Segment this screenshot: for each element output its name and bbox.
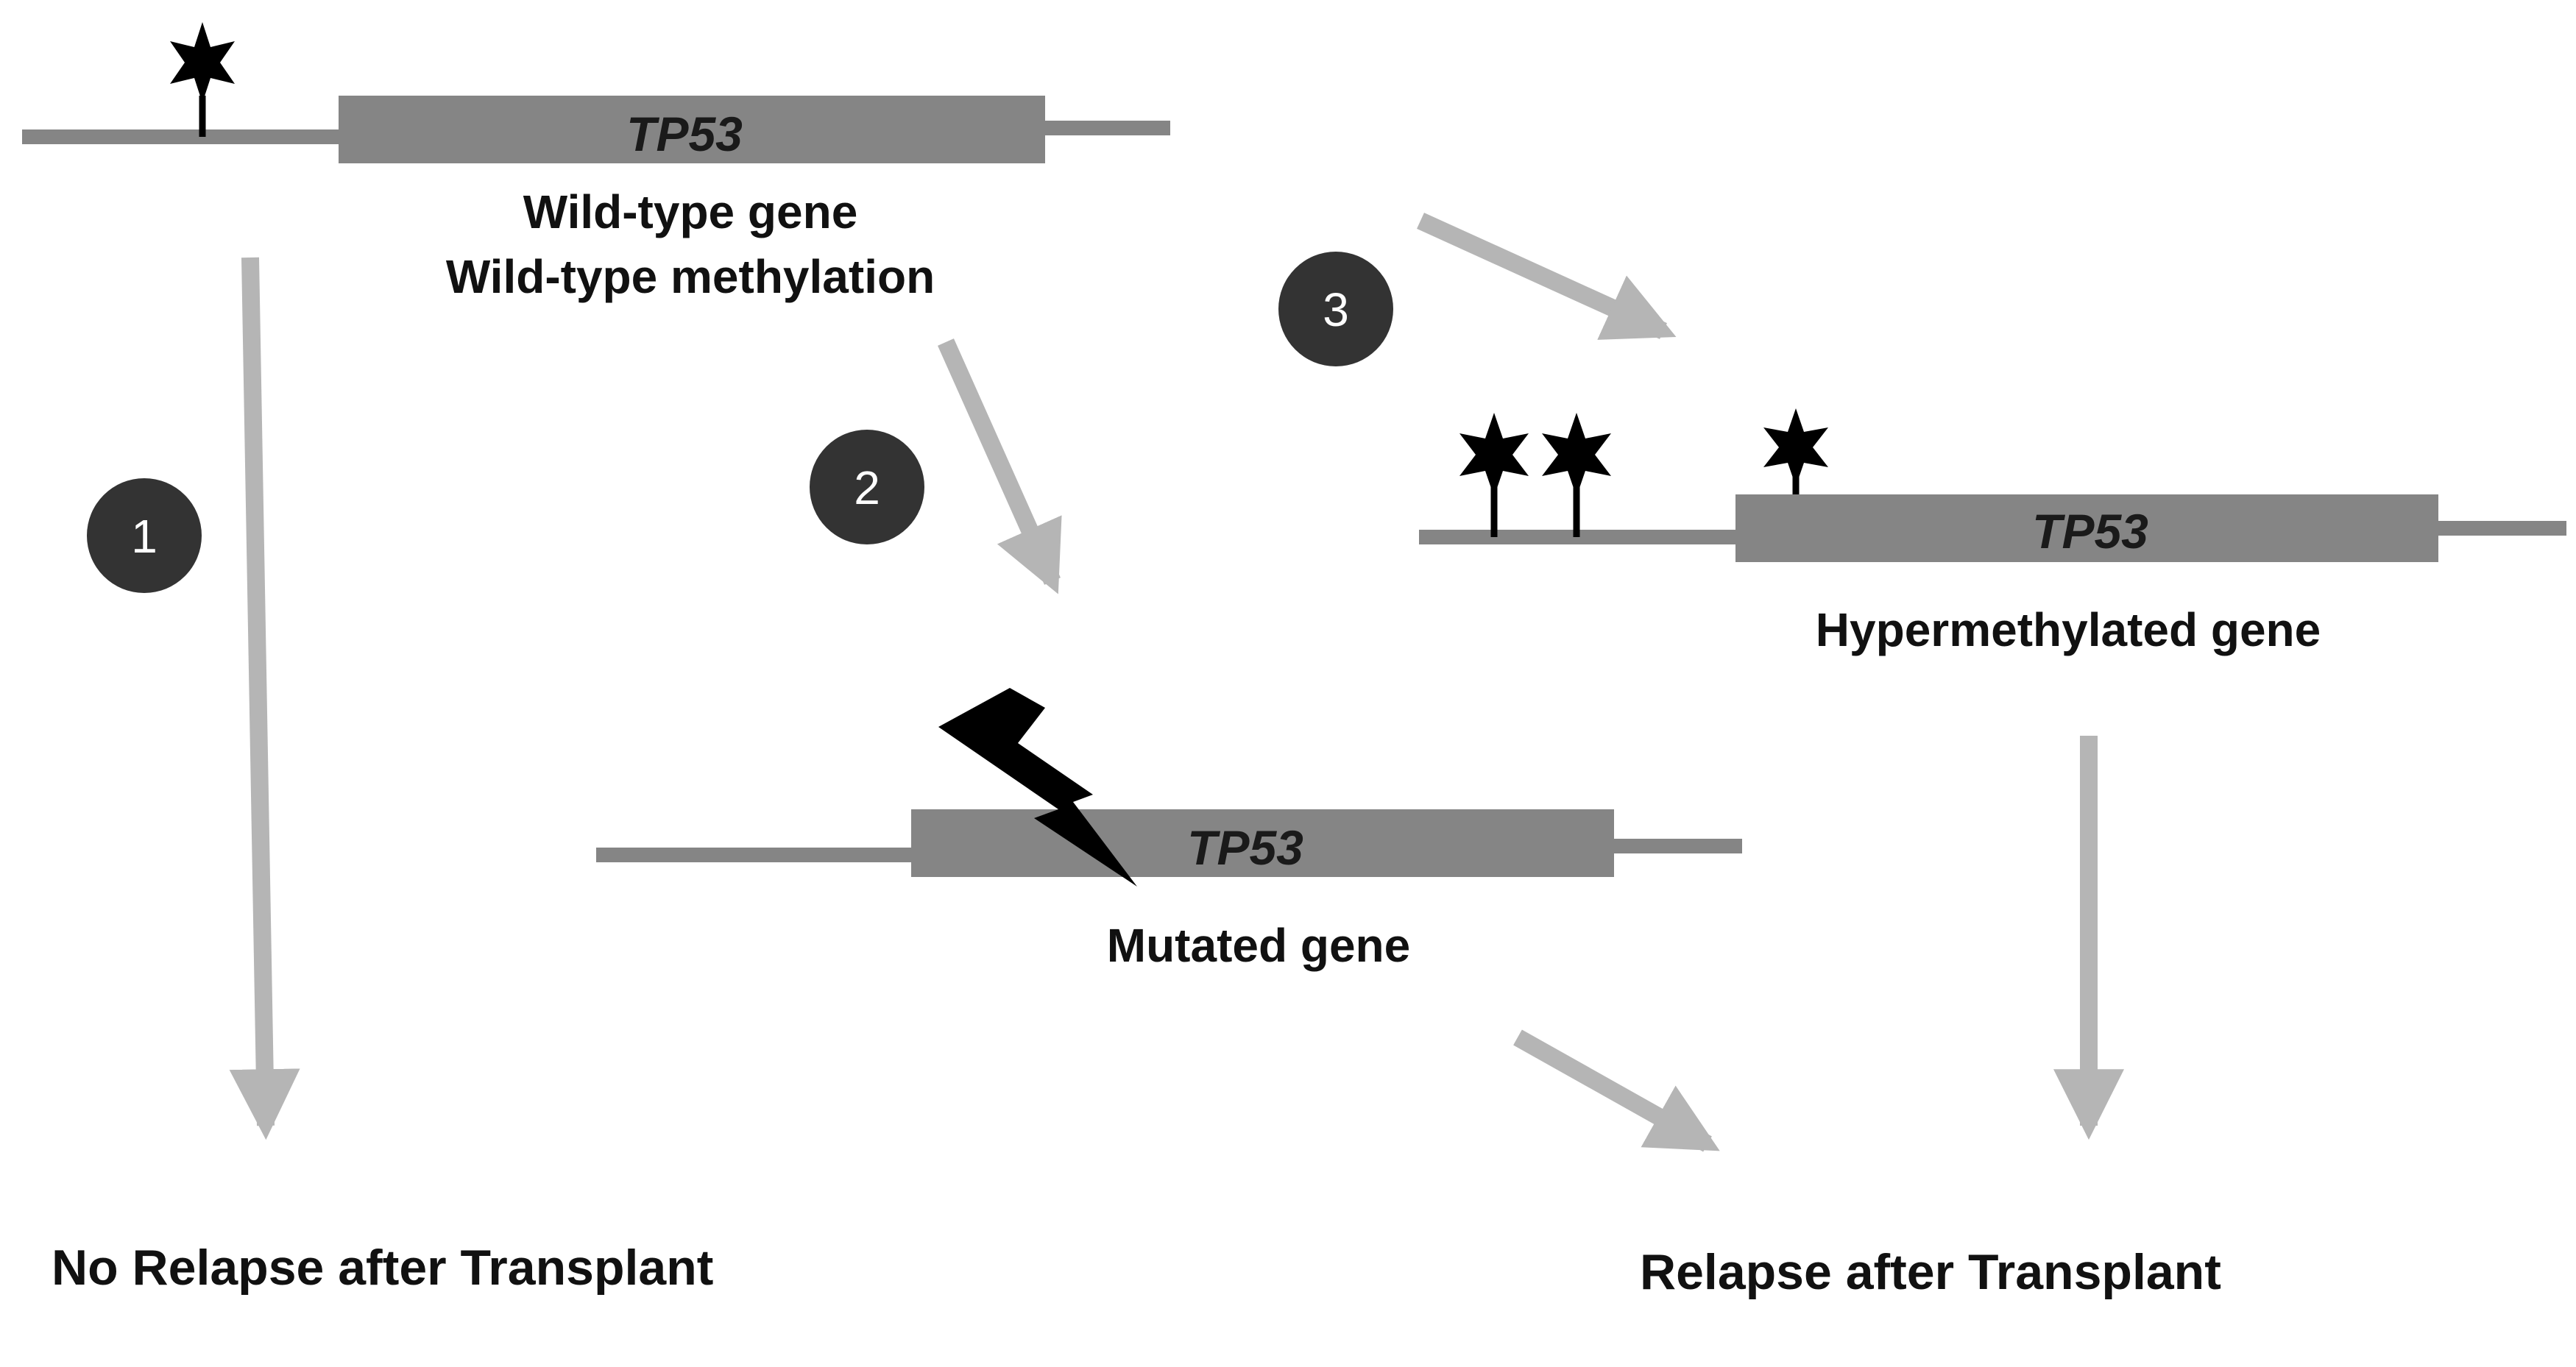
mutated-gene: TP53 Mutated gene bbox=[596, 688, 1742, 972]
outcome-no-relapse: No Relapse after Transplant bbox=[52, 1240, 713, 1296]
outcome-relapse: Relapse after Transplant bbox=[1640, 1244, 2221, 1300]
methylation-star-icon bbox=[170, 22, 235, 137]
hypermethylated-gene: TP53 Hypermethylated gene bbox=[1419, 408, 2566, 656]
step-1-badge: 1 bbox=[87, 478, 202, 593]
wildtype-caption-line2: Wild-type methylation bbox=[446, 250, 935, 303]
step-2-badge: 2 bbox=[810, 430, 924, 544]
hypermethylated-caption: Hypermethylated gene bbox=[1816, 603, 2321, 656]
methylation-star-icon bbox=[1763, 408, 1828, 494]
hypermethylated-gene-label: TP53 bbox=[2032, 504, 2148, 558]
step-3-badge: 3 bbox=[1278, 252, 1393, 366]
arrows bbox=[229, 213, 2124, 1152]
lightning-bolt-icon bbox=[938, 688, 1137, 887]
svg-text:3: 3 bbox=[1323, 283, 1349, 336]
arrow-to-mutated bbox=[938, 338, 1062, 594]
svg-text:2: 2 bbox=[854, 461, 880, 514]
arrow-mutated-to-relapse bbox=[1513, 1029, 1720, 1152]
mutated-caption: Mutated gene bbox=[1107, 919, 1410, 972]
wildtype-gene-box bbox=[339, 96, 1045, 163]
mutated-gene-box bbox=[911, 809, 1614, 877]
arrow-to-hypermethylated bbox=[1417, 213, 1677, 340]
wildtype-gene-label: TP53 bbox=[626, 107, 743, 161]
mutated-gene-label: TP53 bbox=[1187, 820, 1303, 875]
arrow-to-no-relapse bbox=[229, 257, 300, 1140]
wildtype-caption-line1: Wild-type gene bbox=[523, 185, 858, 238]
methylation-star-icon bbox=[1459, 413, 1529, 537]
hypermethylated-gene-box bbox=[1735, 494, 2438, 562]
methylation-star-icon bbox=[1542, 413, 1611, 537]
svg-text:1: 1 bbox=[131, 510, 158, 563]
wildtype-gene: TP53 Wild-type gene Wild-type methylatio… bbox=[22, 22, 1170, 303]
